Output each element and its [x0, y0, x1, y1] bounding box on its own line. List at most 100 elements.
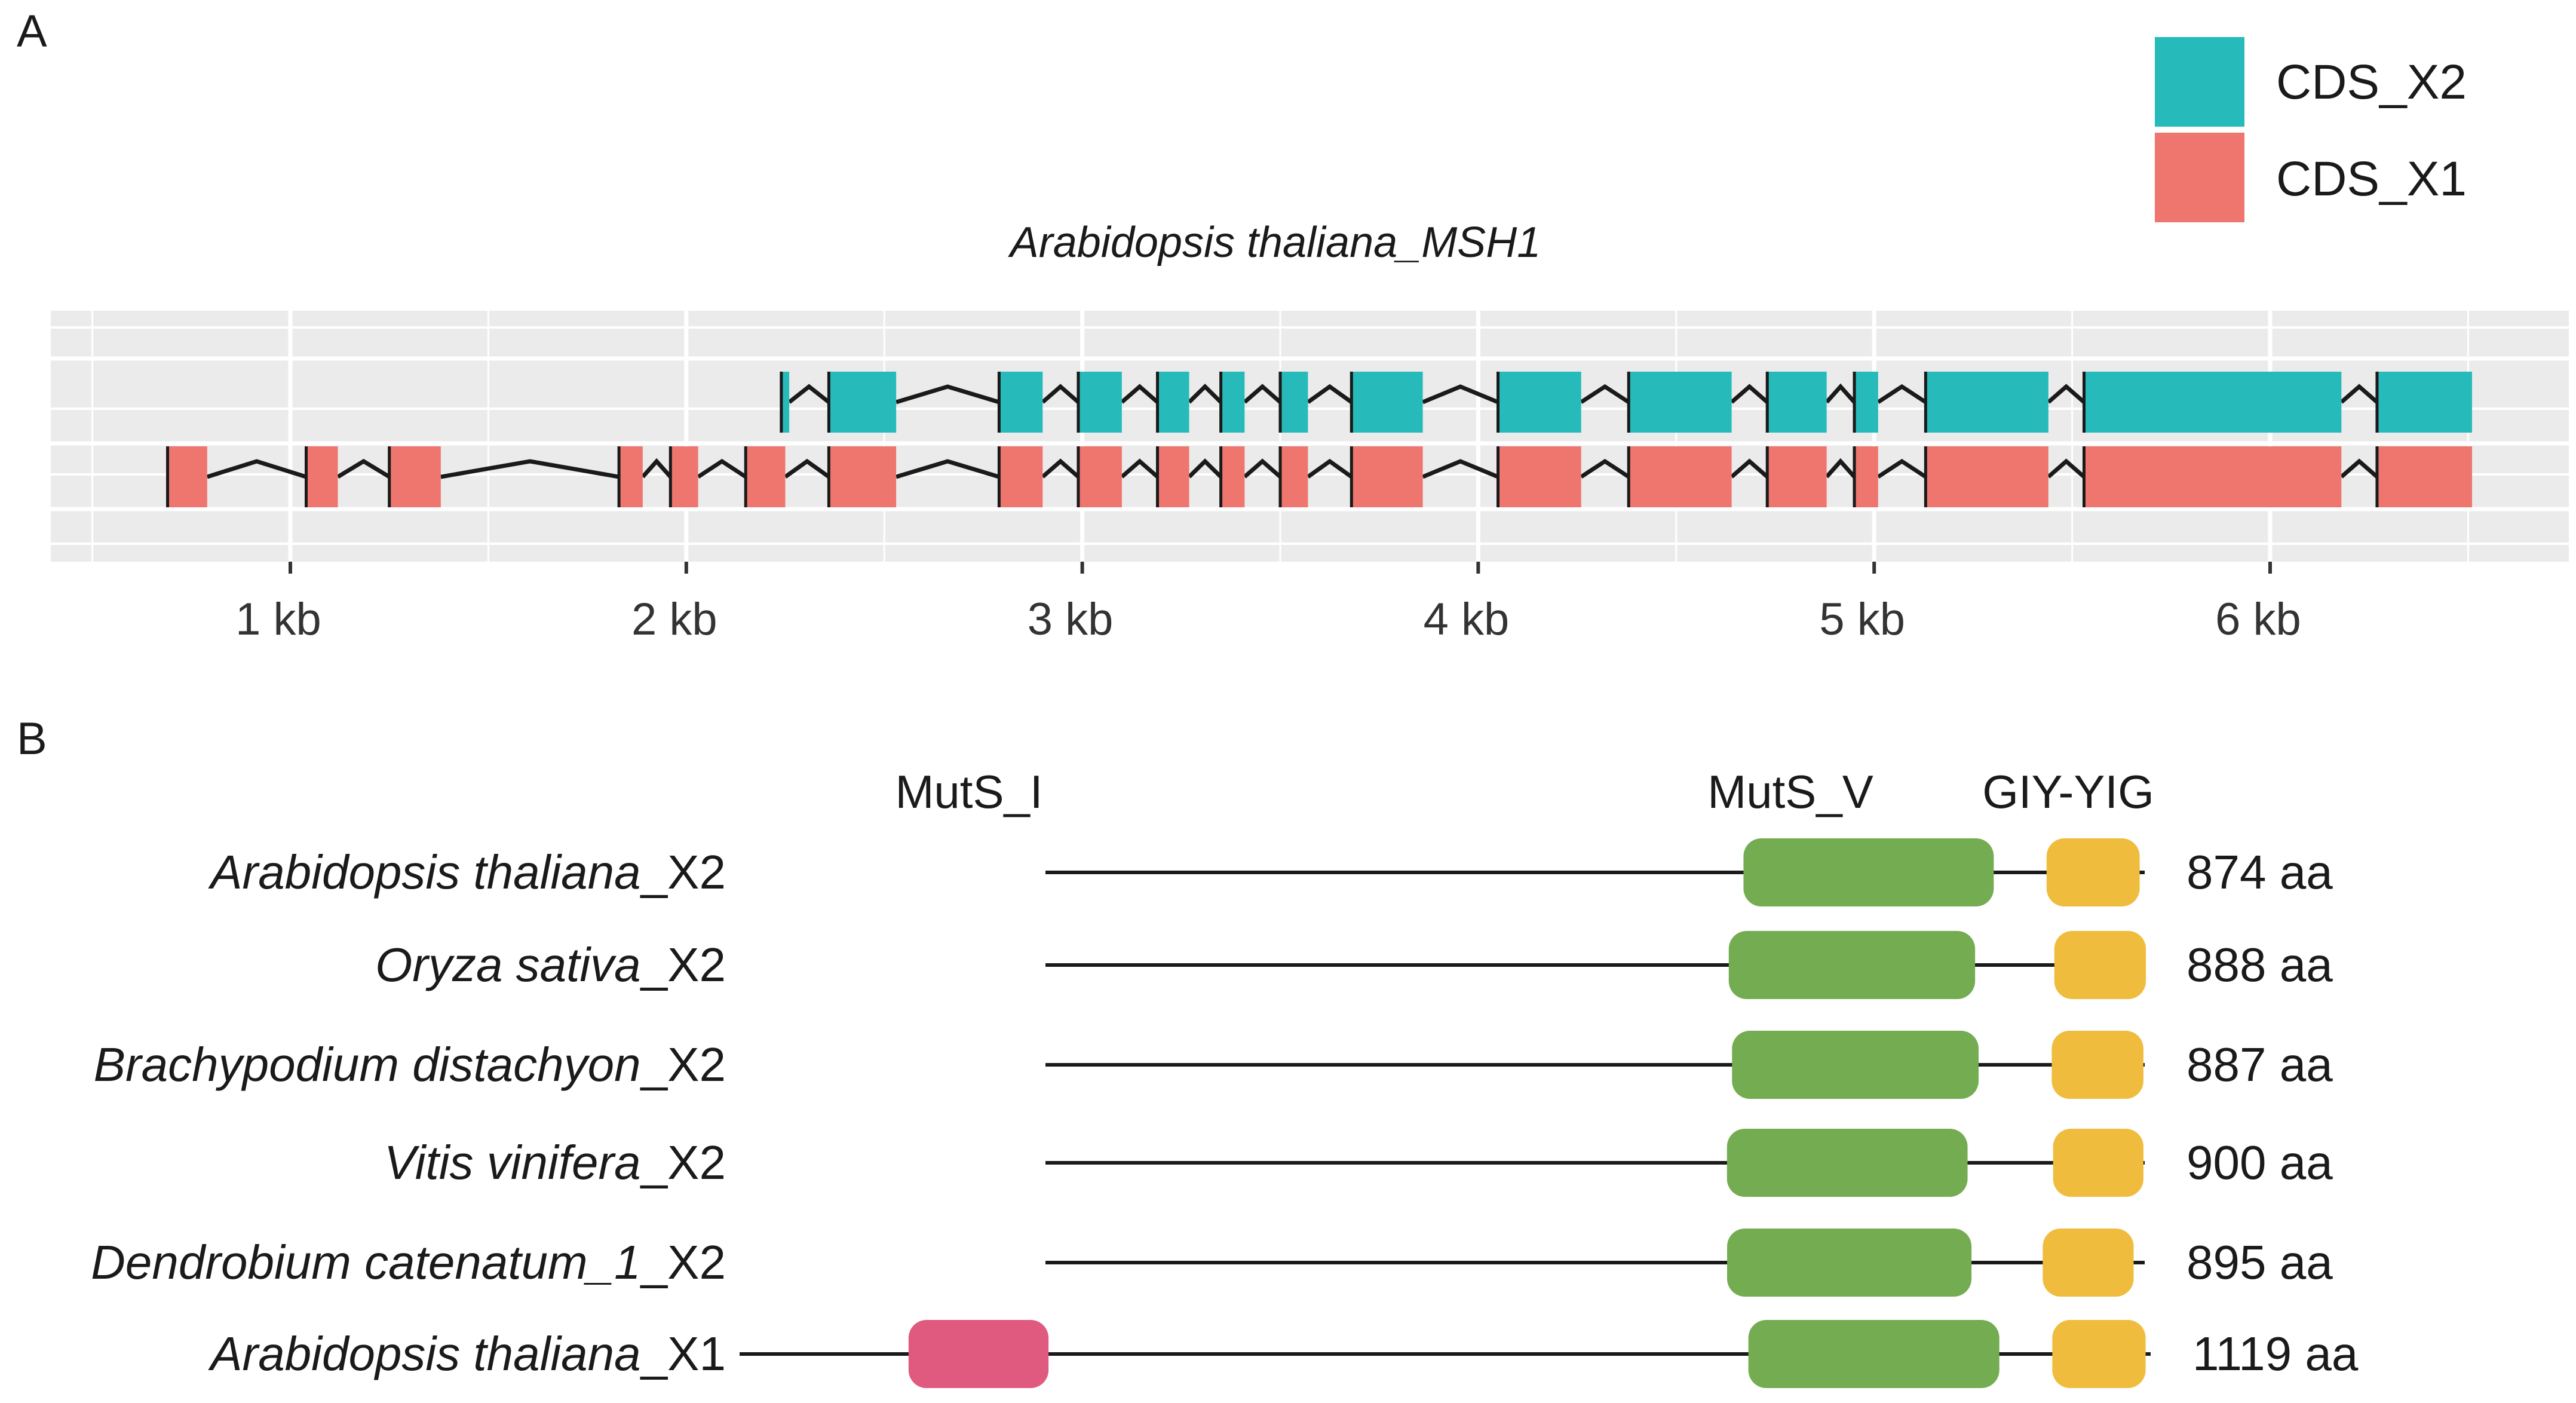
- domain-muts-v: [1748, 1320, 2000, 1388]
- domain-giy-yig: [2052, 1320, 2146, 1388]
- x-tick-label: 3 kb: [1028, 594, 1114, 645]
- protein-length-label: 887 aa: [2186, 1038, 2333, 1091]
- intron-line: [1580, 458, 1630, 479]
- exon: [781, 372, 790, 433]
- intron-line: [1307, 458, 1353, 479]
- panel-b-label: B: [17, 713, 47, 764]
- protein-row: Arabidopsis thaliana_X1 1119 aa: [208, 1320, 2359, 1388]
- domain-giy-yig: [2046, 838, 2140, 906]
- exon: [619, 446, 643, 507]
- exon: [1220, 446, 1245, 507]
- domain-header-giy-yig: GIY-YIG: [1982, 765, 2154, 818]
- domain-header-muts-v: MutS_V: [1707, 765, 1873, 818]
- exon: [1220, 372, 1245, 433]
- exon: [1498, 372, 1581, 433]
- protein-row: Brachypodium distachyon_X2 887 aa: [94, 1031, 2333, 1099]
- intron-line: [2047, 458, 2086, 479]
- species-label: Arabidopsis thaliana_X2: [208, 846, 726, 899]
- species-name: Arabidopsis thaliana: [208, 846, 640, 899]
- intron-line: [1243, 384, 1282, 404]
- species-name: Arabidopsis thaliana: [208, 1327, 640, 1380]
- protein-length-label: 888 aa: [2186, 938, 2333, 991]
- exon: [746, 446, 786, 507]
- isoform-suffix: _X2: [640, 938, 726, 991]
- intron-line: [1730, 458, 1769, 479]
- legend-swatch-cds-x2: [2155, 37, 2244, 127]
- exon: [1351, 372, 1423, 433]
- protein-row: Arabidopsis thaliana_X2 874 aa: [208, 838, 2333, 906]
- intron-line: [787, 384, 830, 404]
- plot-panel-background: [51, 311, 2569, 562]
- intron-line: [896, 459, 1000, 479]
- domain-muts-v: [1726, 1129, 1968, 1197]
- intron-line: [1580, 384, 1630, 404]
- species-name: Brachypodium distachyon: [94, 1038, 641, 1091]
- legend-swatch-cds-x1: [2155, 133, 2244, 222]
- intron-line: [1876, 384, 1927, 404]
- intron-line: [1825, 383, 1856, 404]
- species-name: Dendrobium catenatum_1: [91, 1236, 641, 1289]
- intron-line: [641, 458, 672, 479]
- protein-row: Oryza sativa_X2 888 aa: [375, 931, 2333, 999]
- isoform-suffix: _X2: [640, 1236, 726, 1289]
- isoform-suffix: _X2: [640, 1136, 726, 1189]
- intron-line: [1041, 458, 1080, 479]
- panel-a: A CDS_X2 CDS_X1 Arabidopsis thaliana_MSH…: [17, 6, 2569, 645]
- exon: [670, 446, 698, 507]
- exon: [1925, 372, 2048, 433]
- domain-muts-i: [908, 1320, 1049, 1388]
- intron-line: [1422, 384, 1499, 405]
- intron-line: [1188, 458, 1223, 479]
- domain-muts-v: [1727, 1229, 1972, 1297]
- exon: [1078, 372, 1122, 433]
- exon: [1498, 446, 1581, 507]
- intron-line: [1876, 458, 1927, 479]
- domain-giy-yig: [2043, 1229, 2134, 1297]
- legend-label-cds-x1: CDS_X1: [2276, 152, 2467, 206]
- gene-structure-title: Arabidopsis thaliana_MSH1: [1008, 219, 1541, 266]
- intron-line: [1120, 384, 1159, 404]
- protein-length-label: 900 aa: [2186, 1136, 2333, 1189]
- exon: [999, 372, 1043, 433]
- intron-line: [1307, 384, 1353, 404]
- exon: [1767, 372, 1827, 433]
- intron-line: [1188, 384, 1223, 404]
- exon: [1629, 446, 1732, 507]
- exon: [829, 446, 897, 507]
- exon: [2376, 446, 2473, 507]
- species-label: Dendrobium catenatum_1_X2: [91, 1236, 726, 1289]
- x-tick-label: 4 kb: [1424, 594, 1510, 645]
- domain-giy-yig: [2054, 931, 2146, 999]
- transcript-cds-x2: [780, 372, 2473, 433]
- protein-length-label: 874 aa: [2186, 846, 2333, 899]
- intron-line: [1825, 458, 1856, 479]
- x-tick-label: 2 kb: [631, 594, 717, 645]
- intron-line: [896, 384, 1000, 405]
- intron-line: [784, 458, 830, 479]
- intron-line: [697, 458, 747, 479]
- x-tick-label: 5 kb: [1819, 594, 1905, 645]
- exon: [1767, 446, 1827, 507]
- exon: [1157, 446, 1189, 507]
- transcript-cds-x1: [166, 446, 2473, 507]
- exon: [999, 446, 1043, 507]
- species-label: Brachypodium distachyon_X2: [94, 1038, 726, 1091]
- exon: [2084, 446, 2342, 507]
- species-label: Arabidopsis thaliana_X1: [208, 1327, 726, 1380]
- intron-line: [2340, 458, 2379, 479]
- exon: [1629, 372, 1732, 433]
- protein-length-label: 1119 aa: [2192, 1327, 2359, 1380]
- exon: [389, 446, 441, 507]
- exon: [1854, 372, 1878, 433]
- intron-line: [2047, 384, 2086, 404]
- exon: [1854, 446, 1878, 507]
- exon: [1157, 372, 1189, 433]
- domain-muts-v: [1732, 1031, 1979, 1099]
- species-label: Oryza sativa_X2: [375, 938, 726, 991]
